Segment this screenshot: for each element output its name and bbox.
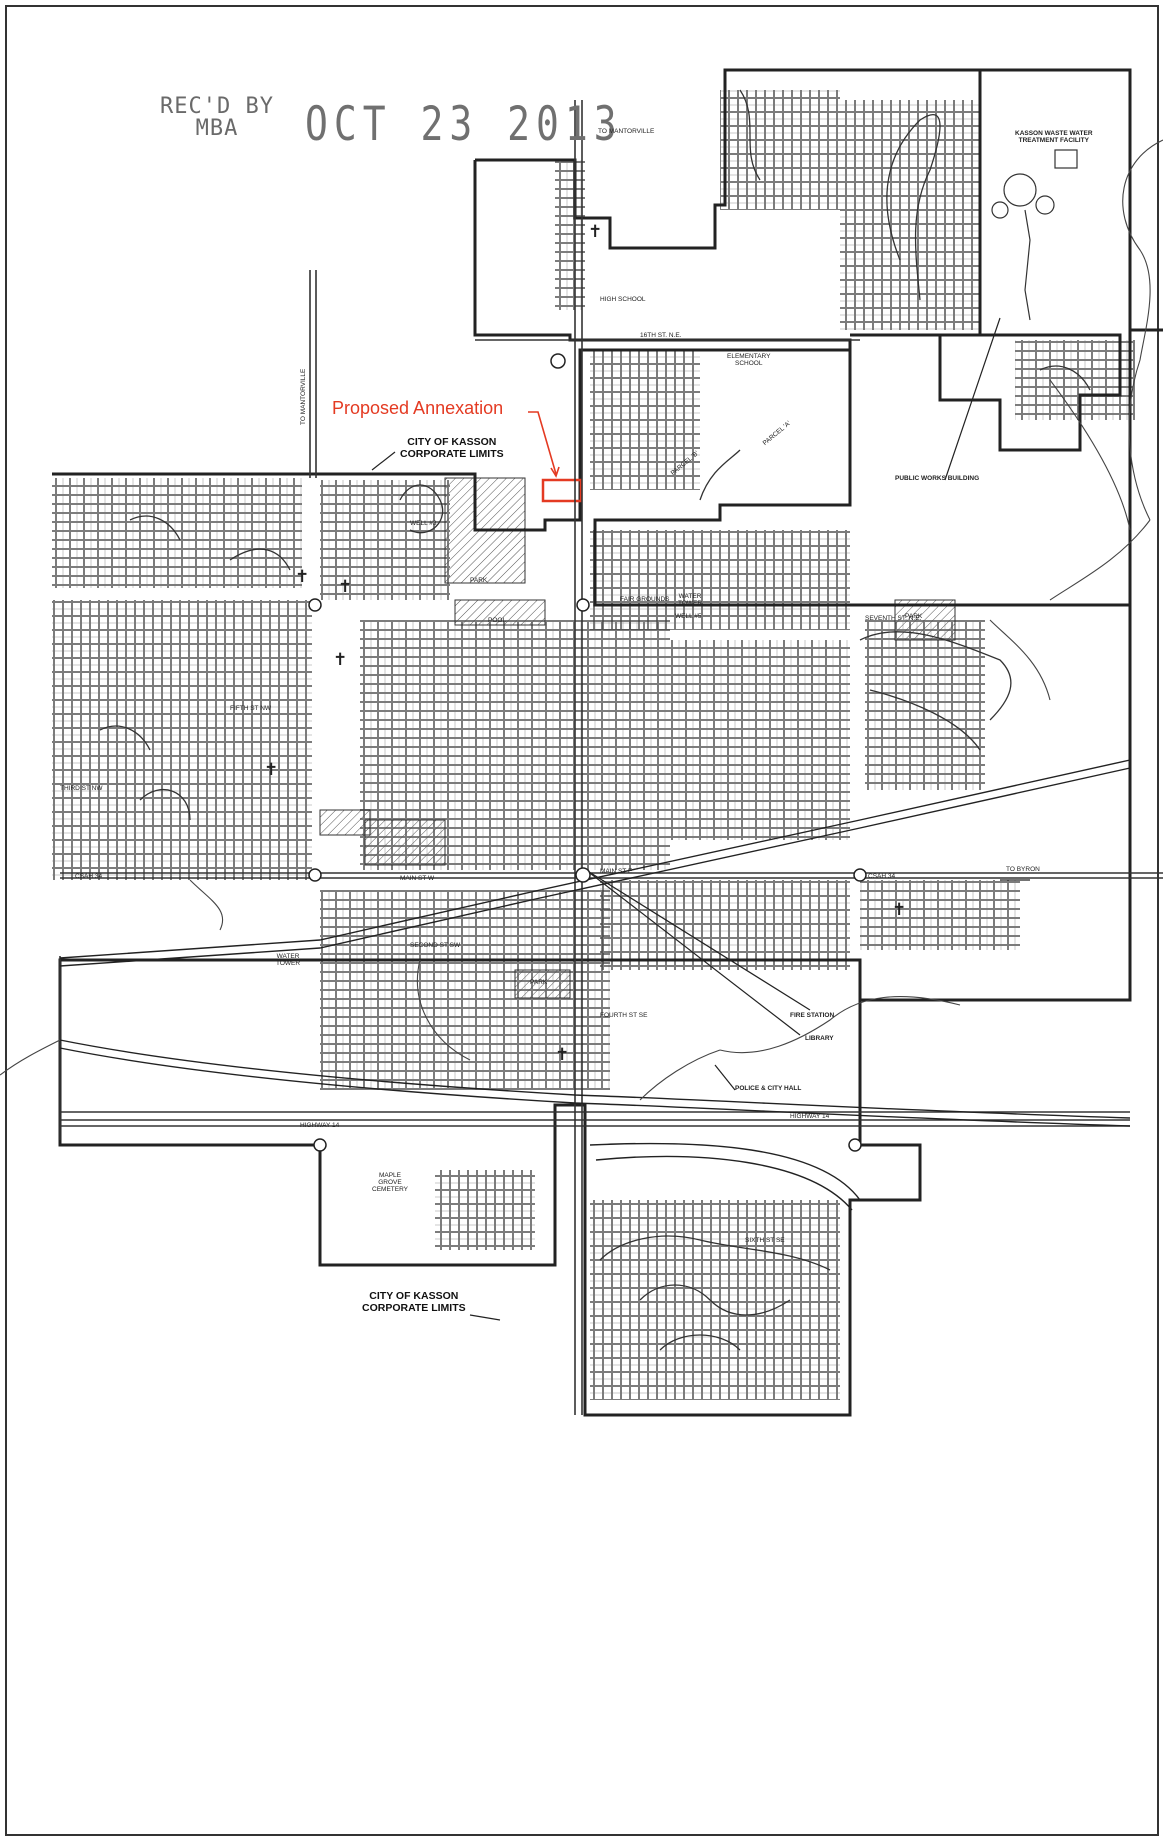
library-label: LIBRARY xyxy=(805,1035,834,1042)
fairgrounds-label: FAIR GROUNDS xyxy=(620,596,670,603)
fifth-st-nw-label: FIFTH ST NW xyxy=(230,705,272,712)
seventh-st-ne-label: SEVENTH ST. N.E. xyxy=(865,615,922,622)
wastewater-facility-label: KASSON WASTE WATER TREATMENT FACILITY xyxy=(1015,130,1093,144)
public-works-label: PUBLIC WORKS BUILDING xyxy=(895,475,980,482)
pool-label: POOL xyxy=(488,617,507,624)
sixth-st-se-label: SIXTH ST SE xyxy=(745,1237,785,1244)
csah-34-label-west: CSAH 34 xyxy=(75,873,103,880)
police-city-hall-label: POLICE & CITY HALL xyxy=(735,1085,802,1092)
high-school-label: HIGH SCHOOL xyxy=(600,296,646,303)
park-label-east: PARK xyxy=(905,613,923,620)
second-st-sw-label: SECOND ST SW xyxy=(410,942,461,949)
received-date-stamp: OCT 23 2013 xyxy=(305,96,623,151)
road-to-mantorville-north: TO MANTORVILLE xyxy=(598,128,655,135)
park-label-north: PARK xyxy=(470,577,488,584)
church-icon: ✝ xyxy=(892,900,907,920)
elementary-school-label: ELEMENTARY SCHOOL xyxy=(727,353,771,367)
road-to-mantorville-west: TO MANTORVILLE xyxy=(300,368,307,425)
road-to-byron: TO BYRON xyxy=(1006,866,1040,873)
creeks xyxy=(0,139,1163,1101)
fire-station-label: FIRE STATION xyxy=(790,1012,835,1019)
proposed-annexation-parcel xyxy=(541,478,583,503)
church-icon: ✝ xyxy=(264,760,279,780)
main-st-w-label: MAIN ST W xyxy=(400,875,435,882)
water-tower-label-south: WATER TOWER xyxy=(276,953,301,967)
corporate-limits-label-north: CITY OF KASSON CORPORATE LIMITS xyxy=(400,436,504,460)
church-icon: ✝ xyxy=(555,1045,570,1065)
main-st-e-label: MAIN ST E xyxy=(600,868,633,875)
proposed-annexation-label: Proposed Annexation xyxy=(332,398,504,418)
water-tower-label-north: WATER TOWER xyxy=(678,593,703,607)
church-icon: ✝ xyxy=(588,222,603,242)
fourth-st-se-label: FOURTH ST SE xyxy=(600,1012,648,1019)
third-st-nw-label: THIRD ST NW xyxy=(60,785,103,792)
corporate-limits-boundary xyxy=(52,348,1132,1417)
corporate-limits-label-south: CITY OF KASSON CORPORATE LIMITS xyxy=(362,1290,466,1314)
highway-14-east: HIGHWAY 14 xyxy=(790,1113,830,1120)
well-3-label: WELL #3 xyxy=(410,520,437,527)
leader-lines xyxy=(371,317,1030,1321)
proposed-annexation-arrow xyxy=(528,411,557,475)
wastewater-facility xyxy=(991,149,1078,321)
residential-blocks xyxy=(52,90,1135,1400)
subdivision-streets xyxy=(99,89,1091,1351)
well-5-label: WELL #5 xyxy=(675,613,702,620)
received-stamp: REC'D BY MBA xyxy=(160,94,274,141)
highway-shields xyxy=(308,353,867,1152)
sixteenth-st-ne-label: 16TH ST. N.E. xyxy=(640,332,682,339)
church-icon: ✝ xyxy=(333,650,348,670)
highway-14-west: HIGHWAY 14 xyxy=(300,1122,340,1129)
park-label-south: PARK xyxy=(530,979,548,986)
csah-34-label-east: CSAH 34 xyxy=(868,873,896,880)
church-icon: ✝ xyxy=(295,567,310,587)
church-icon: ✝ xyxy=(338,577,353,597)
parks xyxy=(319,477,956,999)
railroad xyxy=(59,759,1131,1211)
page-border xyxy=(5,5,1159,1836)
cemetery-label: MAPLE GROVE CEMETERY xyxy=(372,1172,408,1193)
